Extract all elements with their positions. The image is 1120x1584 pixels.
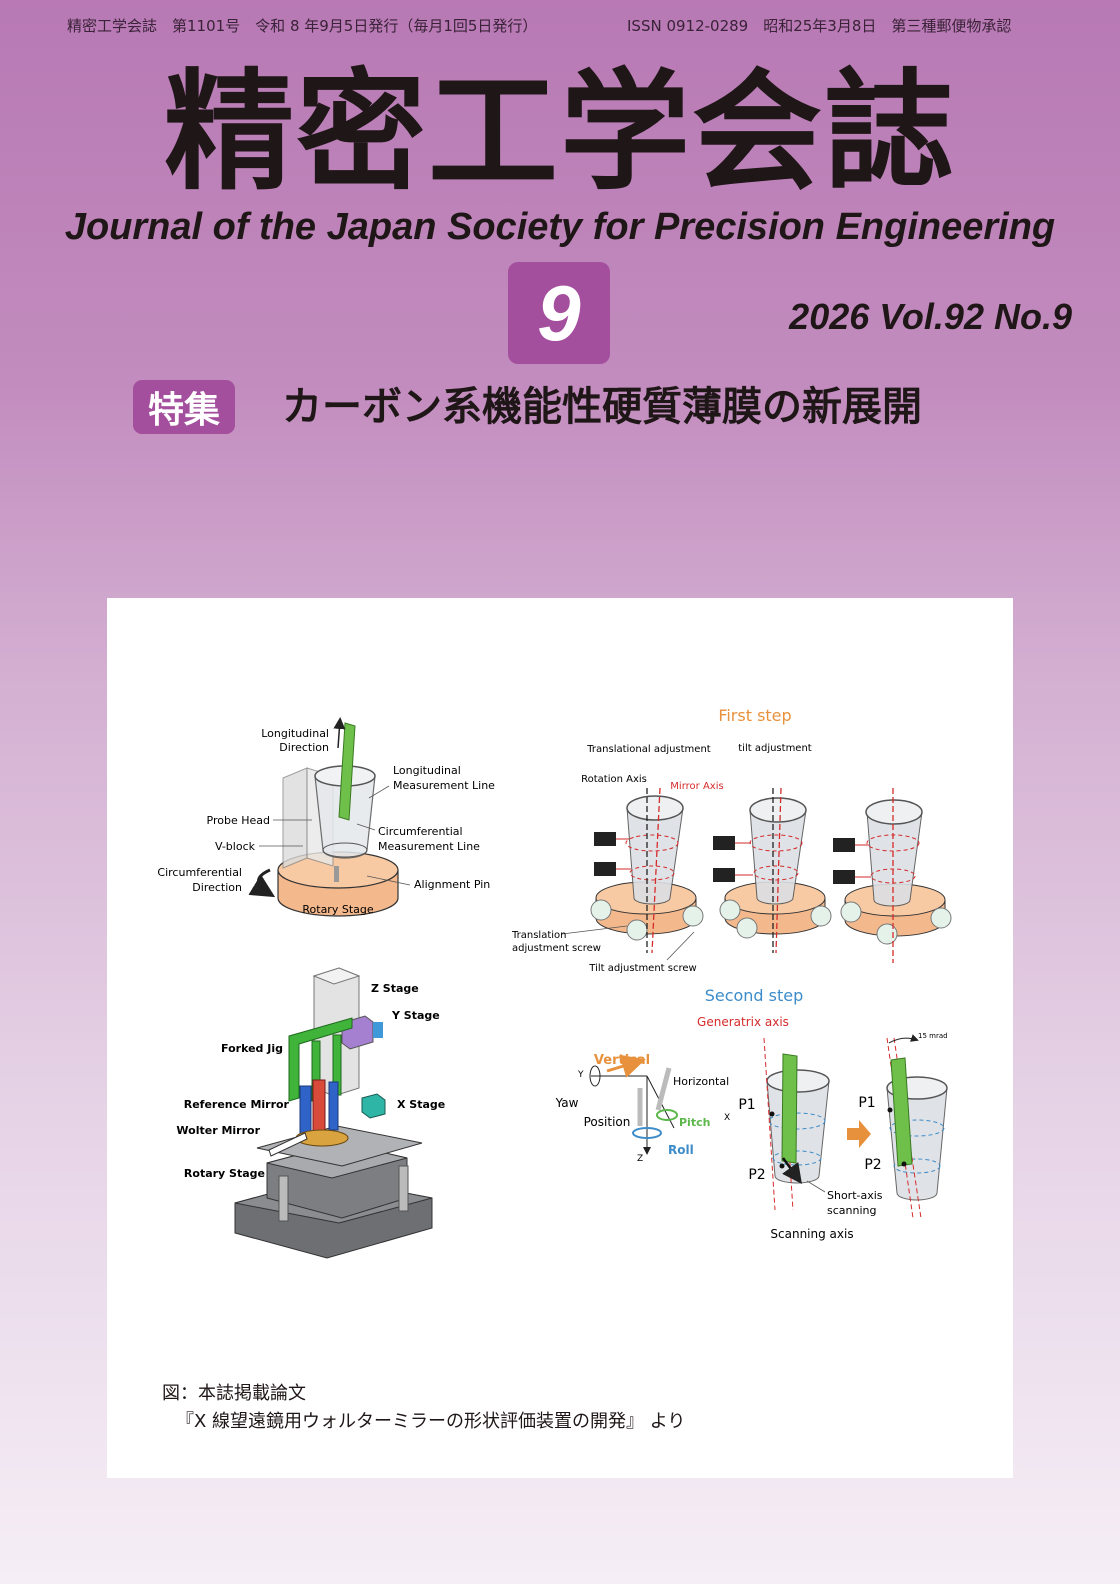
label-v-block: V-block bbox=[215, 840, 256, 853]
wolter-mirror bbox=[312, 1079, 326, 1133]
label-p1-b: P1 bbox=[858, 1095, 875, 1111]
label-vertical: Vertical bbox=[594, 1053, 650, 1068]
label-yaw: Yaw bbox=[555, 1096, 579, 1110]
label-translation-screw-1: Translation bbox=[511, 930, 567, 941]
probe-head bbox=[338, 722, 356, 821]
longitudinal-arrow-icon bbox=[333, 717, 346, 749]
apparatus-diagram: Z Stage Y Stage Forked Jig Reference Mir… bbox=[176, 967, 445, 1259]
probe-setup-diagram: Longitudinal Direction Longitudinal Meas… bbox=[157, 717, 495, 917]
caption-line-1: 図：本誌掲載論文 bbox=[162, 1383, 306, 1404]
label-x: X bbox=[724, 1113, 730, 1123]
v-block bbox=[282, 767, 308, 869]
header-issn-info: ISSN 0912-0289 昭和25年3月8日 第三種郵便物承認 bbox=[627, 17, 1012, 35]
label-wolter-mirror: Wolter Mirror bbox=[176, 1124, 260, 1137]
label-circumferential-line-1: Circumferential bbox=[378, 825, 463, 838]
label-tilt-adjustment: tilt adjustment bbox=[738, 743, 812, 754]
label-probe-head: Probe Head bbox=[207, 814, 270, 827]
label-p1-a: P1 bbox=[738, 1097, 755, 1113]
figure-caption: 図：本誌掲載論文 『X 線望遠鏡用ウォルターミラーの形状評価装置の開発』 より bbox=[162, 1380, 685, 1436]
label-x-stage: X Stage bbox=[397, 1098, 445, 1111]
label-reference-mirror: Reference Mirror bbox=[184, 1098, 290, 1111]
label-15mrad: 15 mrad bbox=[918, 1032, 948, 1040]
label-circumferential-direction-1: Circumferential bbox=[157, 866, 242, 879]
label-longitudinal-direction-1: Longitudinal bbox=[261, 727, 329, 740]
label-circumferential-direction-2: Direction bbox=[192, 881, 242, 894]
caption-line-2: 『X 線望遠鏡用ウォルターミラーの形状評価装置の開発』 より bbox=[176, 1411, 686, 1432]
second-step-title: Second step bbox=[705, 986, 804, 1005]
reference-mirror bbox=[299, 1085, 312, 1135]
label-tilt-screw: Tilt adjustment screw bbox=[588, 963, 696, 974]
label-rotary-stage-top: Rotary Stage bbox=[302, 903, 373, 916]
feature-title: カーボン系機能性硬質薄膜の新展開 bbox=[282, 384, 922, 430]
x-stage-block bbox=[361, 1093, 386, 1119]
label-horizontal: Horizontal bbox=[673, 1075, 729, 1088]
second-step-diagram: Second step Generatrix axis Vertical Hor… bbox=[555, 986, 948, 1241]
first-step-title: First step bbox=[718, 706, 791, 725]
label-short-axis-2: scanning bbox=[827, 1204, 876, 1217]
feature-tag: 特集 bbox=[133, 380, 235, 434]
second-step-cylinder-a bbox=[763, 1037, 830, 1211]
second-step-cylinder-b bbox=[886, 1034, 948, 1219]
label-scanning-axis: Scanning axis bbox=[770, 1227, 853, 1241]
label-y: Y bbox=[577, 1070, 584, 1080]
issue-number-badge: 9 bbox=[508, 262, 610, 364]
label-position: Position bbox=[584, 1115, 631, 1129]
label-forked-jig: Forked Jig bbox=[221, 1042, 283, 1055]
label-y-stage: Y Stage bbox=[391, 1009, 440, 1022]
label-z-stage: Z Stage bbox=[371, 982, 419, 995]
label-translation-screw-2: adjustment screw bbox=[512, 943, 601, 954]
label-apparatus-rotary-stage: Rotary Stage bbox=[184, 1167, 265, 1180]
cover-figure-panel: Longitudinal Direction Longitudinal Meas… bbox=[107, 598, 1013, 1478]
label-roll: Roll bbox=[668, 1143, 694, 1157]
label-longitudinal-line-1: Longitudinal bbox=[393, 764, 461, 777]
label-mirror-axis: Mirror Axis bbox=[670, 781, 723, 792]
orange-arrow-icon bbox=[847, 1120, 871, 1148]
header-issue-info: 精密工学会誌 第1101号 令和 8 年9月5日発行（毎月1回5日発行） bbox=[67, 17, 538, 35]
label-p2-a: P2 bbox=[748, 1167, 765, 1183]
label-short-axis-1: Short-axis bbox=[827, 1189, 883, 1202]
label-rotation-axis: Rotation Axis bbox=[581, 774, 647, 785]
label-p2-b: P2 bbox=[864, 1157, 881, 1173]
label-longitudinal-direction-2: Direction bbox=[279, 741, 329, 754]
cover-figure: Longitudinal Direction Longitudinal Meas… bbox=[157, 706, 952, 1259]
first-step-unit-1 bbox=[590, 787, 704, 954]
journal-title-en: Journal of the Japan Society for Precisi… bbox=[64, 206, 1056, 248]
vertical-arrow-icon bbox=[606, 1054, 646, 1078]
label-circumferential-line-2: Measurement Line bbox=[378, 840, 480, 853]
label-pitch: Pitch bbox=[679, 1116, 710, 1129]
forked-jig bbox=[288, 1017, 353, 1102]
label-alignment-pin: Alignment Pin bbox=[414, 878, 490, 891]
first-step-unit-2 bbox=[713, 787, 832, 954]
first-step-diagram: First step Translational adjustment tilt… bbox=[511, 706, 952, 974]
label-longitudinal-line-2: Measurement Line bbox=[393, 779, 495, 792]
label-generatrix-axis: Generatrix axis bbox=[697, 1015, 789, 1029]
first-step-unit-3 bbox=[833, 788, 952, 963]
volume-label: 2026 Vol.92 No.9 bbox=[789, 296, 1072, 337]
label-translational-adjustment: Translational adjustment bbox=[586, 744, 711, 755]
label-z: Z bbox=[637, 1154, 643, 1164]
circumferential-arrow-icon bbox=[248, 868, 276, 898]
journal-title-jp: 精密工学会誌 bbox=[163, 56, 956, 208]
